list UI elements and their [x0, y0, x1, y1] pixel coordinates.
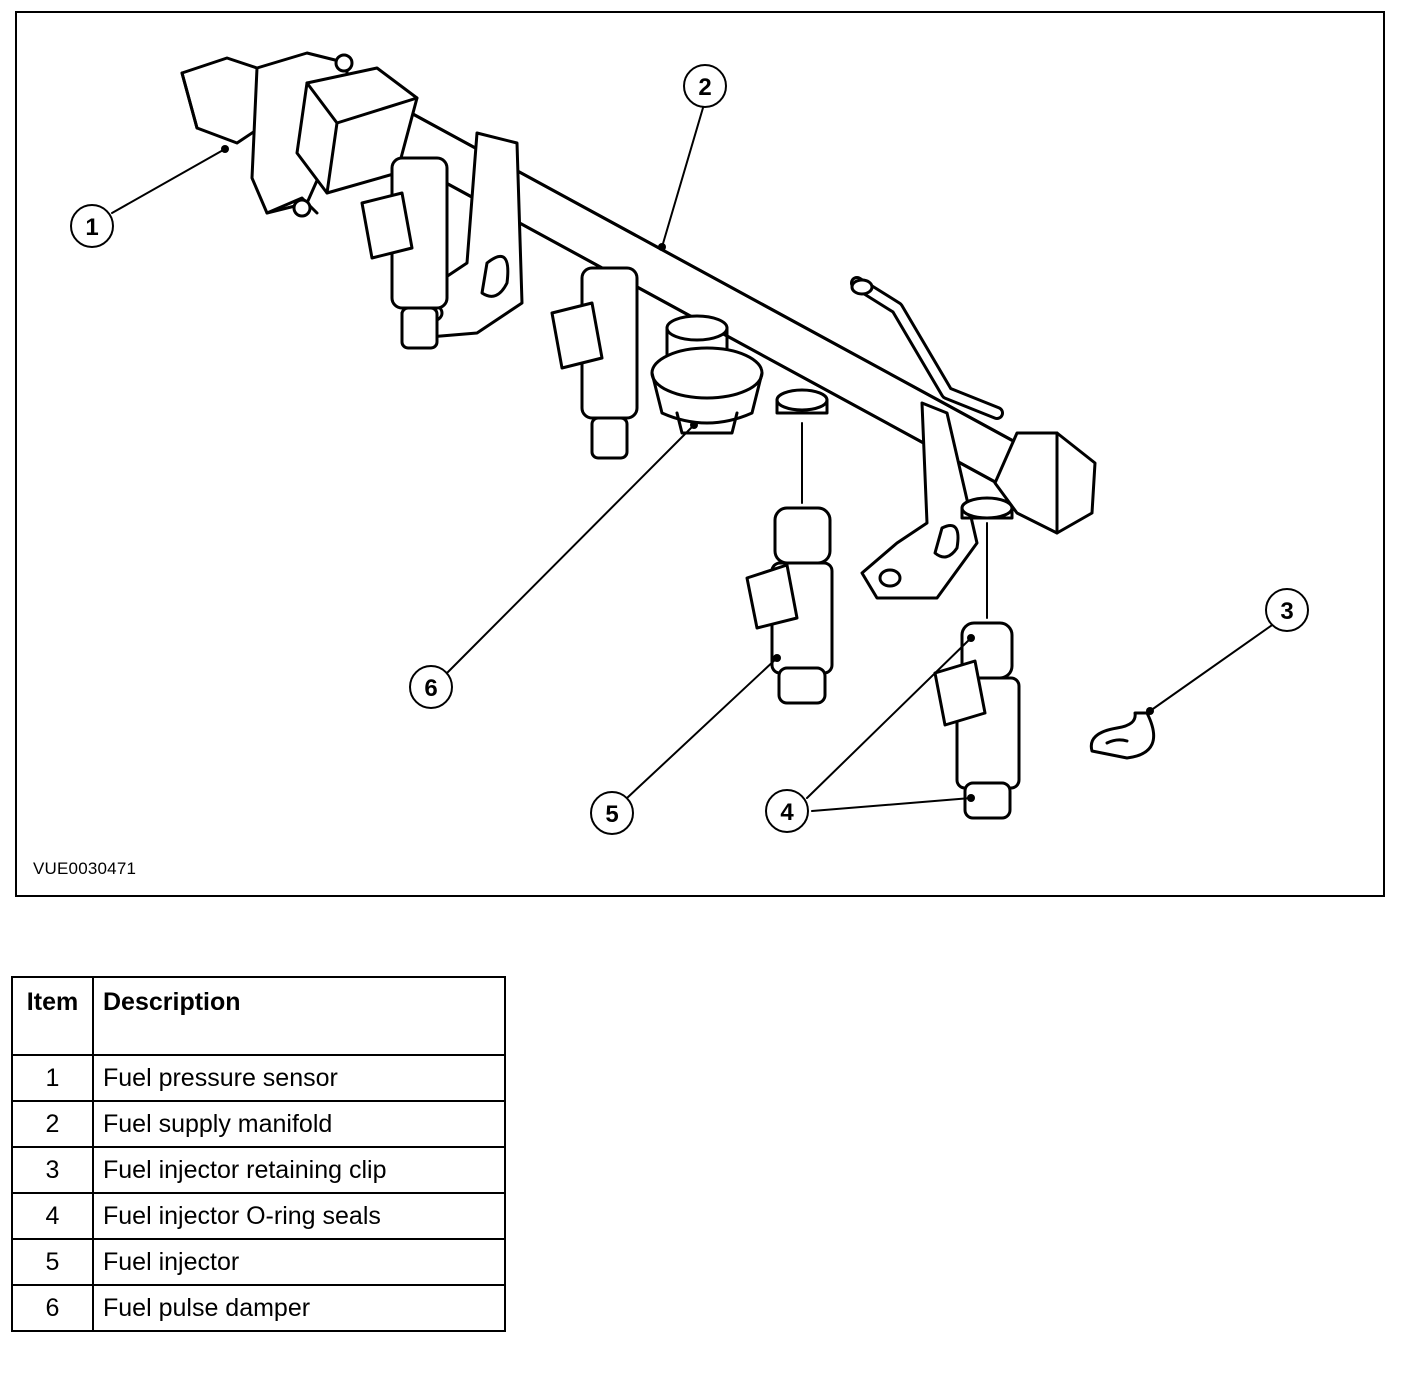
fuel-injector-with-orings: [933, 522, 1021, 820]
installed-injector-2: [550, 266, 639, 460]
legend-item-number: 3: [11, 1146, 94, 1194]
callout-5: 5: [590, 791, 634, 835]
legend-item-number: 6: [11, 1284, 94, 1332]
svg-text:6: 6: [424, 675, 437, 702]
svg-text:4: 4: [780, 799, 794, 826]
svg-text:2: 2: [698, 74, 711, 101]
svg-text:5: 5: [605, 801, 618, 828]
return-pipe: [850, 276, 1004, 420]
legend-row: 5 Fuel injector: [11, 1238, 506, 1286]
mounting-bracket-right: [860, 401, 979, 600]
retaining-clip: [1089, 711, 1156, 760]
legend-header-item: Item: [11, 976, 94, 1056]
legend-item-description: Fuel injector: [92, 1238, 506, 1286]
callout-3: 3: [1265, 588, 1309, 632]
fuel-pressure-sensor: [180, 51, 419, 218]
legend-item-description: Fuel injector retaining clip: [92, 1146, 506, 1194]
figure-id: VUE0030471: [33, 859, 137, 878]
fuel-rail-illustration: 1 2 3 4 5 6: [70, 51, 1309, 835]
legend-row: 2 Fuel supply manifold: [11, 1100, 506, 1148]
installed-injector-1: [360, 156, 449, 350]
legend-header-description: Description: [92, 976, 506, 1056]
legend-item-description: Fuel pulse damper: [92, 1284, 506, 1332]
leader-lines: [111, 100, 1276, 812]
legend-table: Item Description 1 Fuel pressure sensor …: [11, 976, 506, 1332]
fuel-pulse-damper: [650, 314, 764, 435]
legend-header-row: Item Description: [11, 976, 506, 1056]
legend-row: 3 Fuel injector retaining clip: [11, 1146, 506, 1194]
legend-item-number: 2: [11, 1100, 94, 1148]
figure-frame: 1 2 3 4 5 6 VUE0030471: [15, 11, 1385, 897]
legend-item-description: Fuel supply manifold: [92, 1100, 506, 1148]
legend-row: 1 Fuel pressure sensor: [11, 1054, 506, 1102]
callout-4: 4: [765, 789, 809, 833]
rail-end-block: [993, 431, 1097, 535]
legend-item-description: Fuel injector O-ring seals: [92, 1192, 506, 1240]
legend-item-number: 4: [11, 1192, 94, 1240]
leader-dots: [221, 145, 1154, 802]
legend-row: 6 Fuel pulse damper: [11, 1284, 506, 1332]
fuel-injector-exploded: [745, 422, 834, 705]
rail-injector-socket: [775, 388, 1014, 520]
legend-item-number: 5: [11, 1238, 94, 1286]
legend-row: 4 Fuel injector O-ring seals: [11, 1192, 506, 1240]
callout-1: 1: [70, 204, 114, 248]
callout-2: 2: [683, 64, 727, 108]
svg-text:3: 3: [1280, 598, 1293, 625]
legend-item-description: Fuel pressure sensor: [92, 1054, 506, 1102]
legend-item-number: 1: [11, 1054, 94, 1102]
callout-6: 6: [409, 665, 453, 709]
svg-text:1: 1: [85, 214, 98, 241]
